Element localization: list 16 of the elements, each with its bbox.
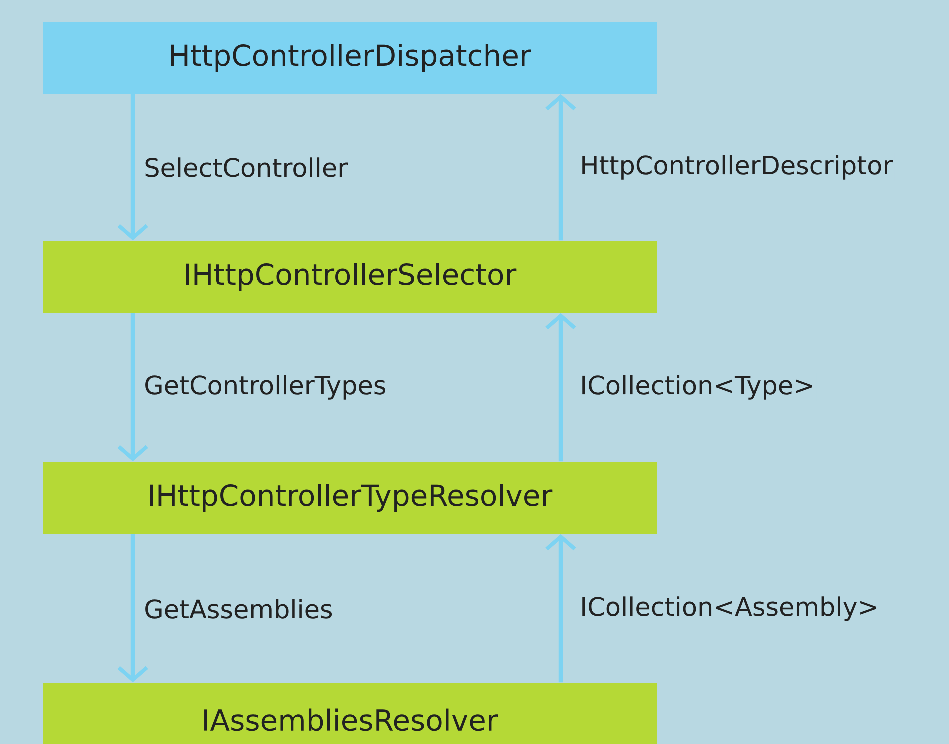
- arrow: [546, 313, 576, 462]
- arrow: [546, 534, 576, 683]
- arrow: [118, 313, 148, 462]
- arrow: [546, 94, 576, 241]
- header-box: HttpControllerDispatcher: [43, 22, 657, 94]
- edge-label: GetAssemblies: [142, 597, 336, 621]
- edge-label: SelectController: [142, 156, 350, 180]
- edge-label: HttpControllerDescriptor: [578, 153, 895, 182]
- component-box: IAssembliesResolver: [43, 683, 657, 744]
- arrow: [118, 534, 148, 683]
- edge-label: GetControllerTypes: [142, 373, 388, 402]
- component-box: IHttpControllerSelector: [43, 241, 657, 313]
- edge-label: ICollection<Type>: [578, 373, 817, 402]
- edge-label: ICollection<Assembly>: [578, 594, 881, 624]
- arrow: [118, 94, 148, 241]
- component-box: IHttpControllerTypeResolver: [43, 462, 657, 534]
